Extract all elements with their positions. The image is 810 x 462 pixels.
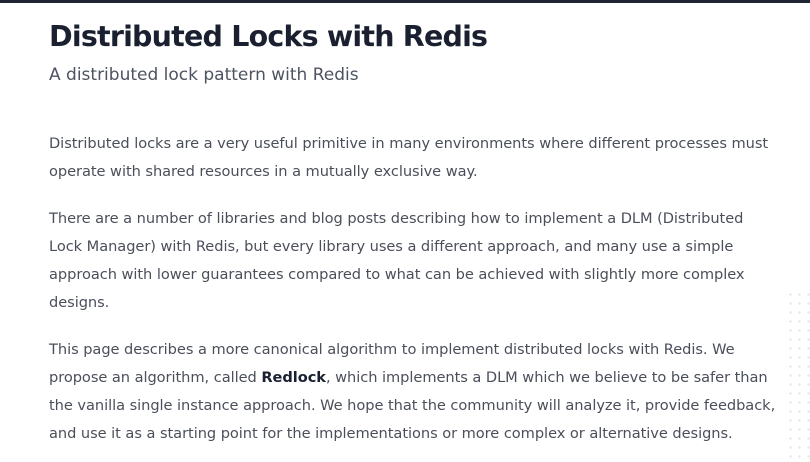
paragraph-line: designs. <box>49 294 110 311</box>
article-body: Distributed locks are a very useful prim… <box>49 130 789 448</box>
paragraph-line: Distributed locks are a very useful prim… <box>49 135 769 152</box>
article: Distributed Locks with Redis A distribut… <box>49 18 789 448</box>
page-title: Distributed Locks with Redis <box>49 20 488 53</box>
top-border <box>0 0 810 3</box>
paragraph-libraries: There are a number of libraries and blog… <box>49 205 784 317</box>
text-fragment: propose an algorithm, called <box>49 369 262 386</box>
decorative-dot-pattern <box>786 290 810 462</box>
paragraph-line: There are a number of libraries and blog… <box>49 210 744 227</box>
paragraph-redlock: This page describes a more canonical alg… <box>49 336 789 448</box>
text-fragment: , which implements a DLM which we believ… <box>325 369 768 386</box>
paragraph-line: operate with shared resources in a mutua… <box>49 163 478 180</box>
redlock-term: Redlock <box>261 369 326 386</box>
paragraph-intro: Distributed locks are a very useful prim… <box>49 130 784 186</box>
paragraph-line: This page describes a more canonical alg… <box>49 341 735 358</box>
paragraph-line: and use it as a starting point for the i… <box>49 425 733 442</box>
paragraph-line: Lock Manager) with Redis, but every libr… <box>49 238 734 255</box>
paragraph-line: propose an algorithm, called Redlock, wh… <box>49 364 789 392</box>
page-subtitle: A distributed lock pattern with Redis <box>49 65 359 85</box>
paragraph-line: the vanilla single instance approach. We… <box>49 397 776 414</box>
paragraph-line: approach with lower guarantees compared … <box>49 266 745 283</box>
